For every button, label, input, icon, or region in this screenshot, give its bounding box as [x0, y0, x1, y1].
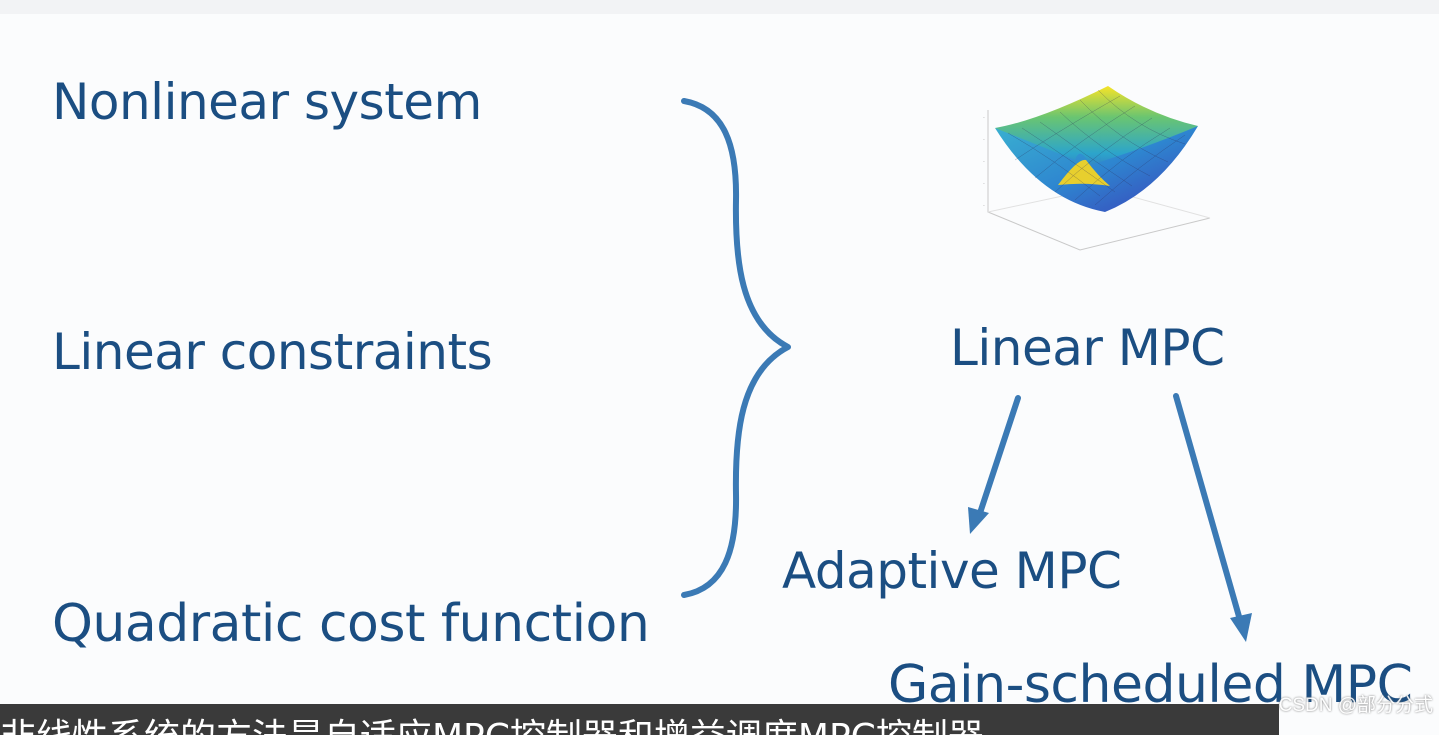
arrow-to-gain-scheduled-mpc — [1173, 393, 1243, 623]
arrow-to-adaptive-mpc — [977, 395, 1021, 516]
top-band — [0, 0, 1439, 14]
subtitle-bar: 非线性系统的方法是自适应MPC控制器和增益调度MPC控制器 — [0, 704, 1279, 735]
svg-text:.: . — [983, 113, 985, 120]
subtitle-text: 非线性系统的方法是自适应MPC控制器和增益调度MPC控制器 — [0, 718, 984, 735]
arrow-head-gain-scheduled — [1230, 613, 1252, 642]
label-linear-constraints: Linear constraints — [52, 323, 493, 381]
csdn-watermark: CSDN @部分分式 — [1278, 695, 1433, 716]
svg-text:.: . — [983, 135, 985, 142]
svg-text:.: . — [983, 179, 985, 186]
label-adaptive-mpc: Adaptive MPC — [782, 542, 1122, 600]
label-quadratic-cost-function: Quadratic cost function — [52, 594, 650, 654]
arrow-head-adaptive — [968, 507, 989, 534]
svg-text:.: . — [983, 157, 985, 164]
label-nonlinear-system: Nonlinear system — [52, 73, 482, 131]
curly-brace — [681, 98, 791, 598]
surface-plot-thumbnail: . . . . . — [983, 86, 1211, 251]
svg-text:.: . — [983, 201, 985, 208]
label-linear-mpc: Linear MPC — [950, 319, 1225, 377]
